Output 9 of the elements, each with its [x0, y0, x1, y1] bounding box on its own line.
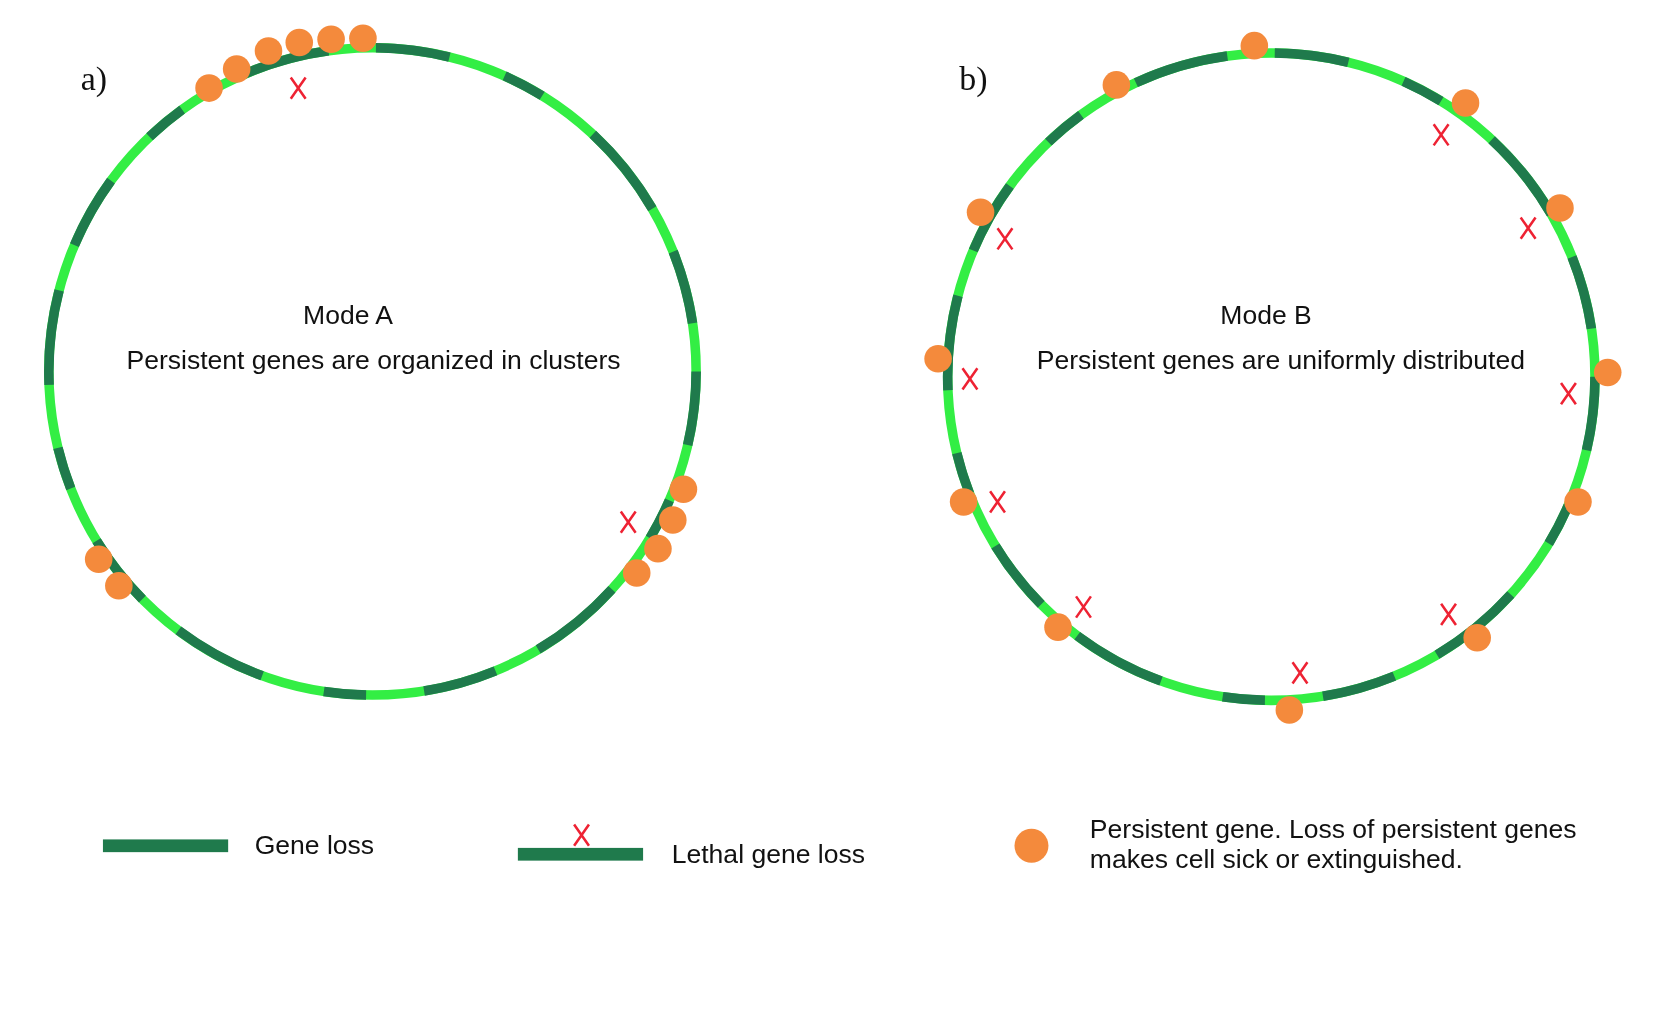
- panel-label: b): [959, 59, 988, 99]
- mode-description: Persistent genes are uniformly distributed: [1036, 344, 1525, 376]
- legend-text: Persistent gene. Loss of persistent genes makes cell sick or extinguished.: [1089, 813, 1578, 874]
- panel-label: a): [80, 59, 108, 99]
- mode-description: Persistent genes are organized in clusters: [126, 344, 621, 376]
- legend-text: Gene loss: [254, 829, 375, 861]
- mode-title: Mode B: [1220, 299, 1312, 331]
- legend-text: Lethal gene loss: [671, 838, 865, 870]
- mode-title: Mode A: [303, 299, 394, 331]
